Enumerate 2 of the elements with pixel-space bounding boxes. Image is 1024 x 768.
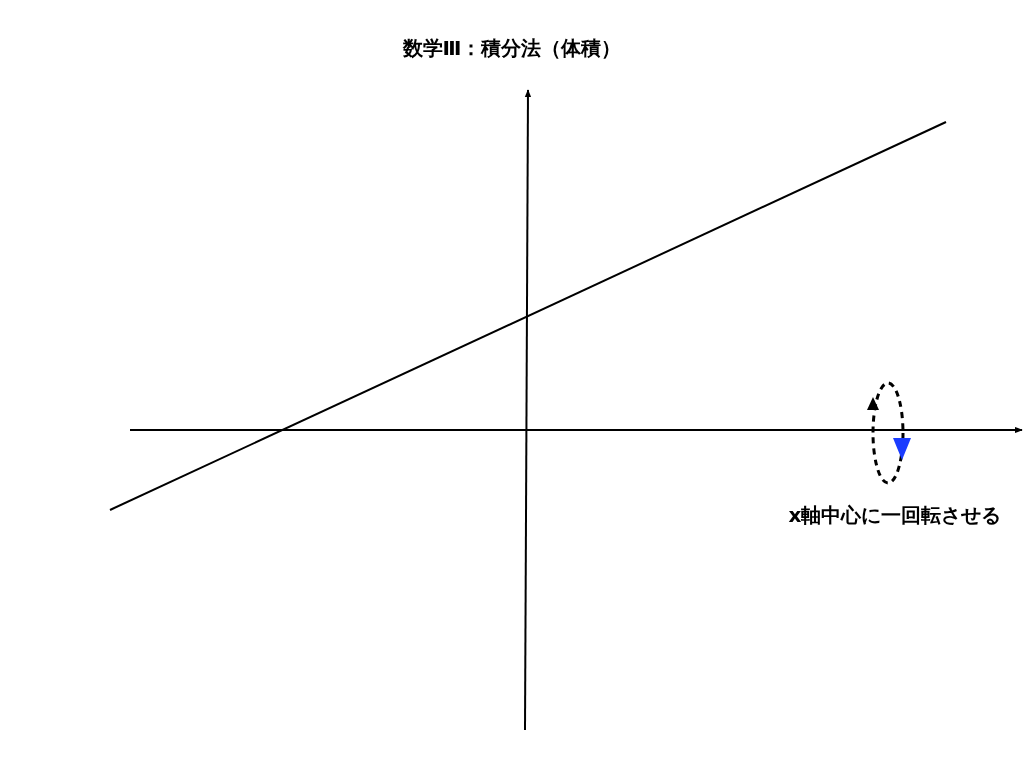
title: 数学Ⅲ：積分法（体積） [401,35,623,62]
rotation-note: x軸中心に一回転させる [787,502,1003,529]
